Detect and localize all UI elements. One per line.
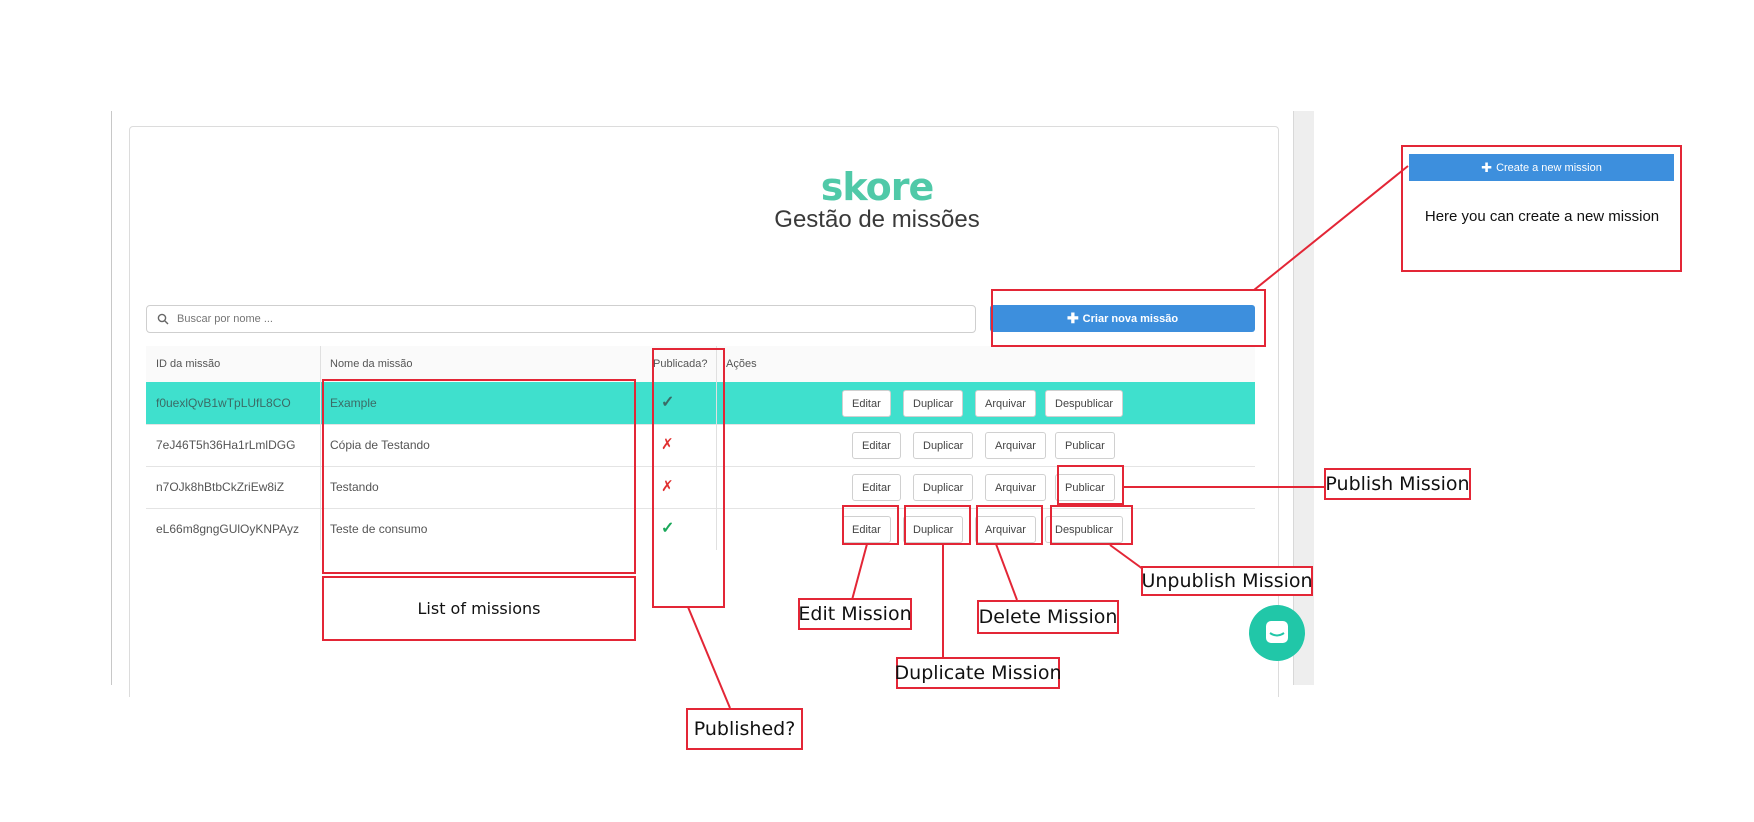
column-divider (320, 346, 321, 550)
duplicate-button[interactable]: Duplicar (913, 474, 974, 501)
unpublish-button[interactable]: Despublicar (1045, 516, 1124, 543)
published-column-highlight (652, 348, 725, 608)
delete-mission-label: Delete Mission (977, 600, 1119, 634)
search-icon (157, 313, 169, 325)
create-mission-note-button: ✚ Create a new mission (1409, 154, 1674, 181)
mission-id: 7eJ46T5h36Ha1rLmlDGG (156, 438, 296, 452)
mission-name: Example (330, 396, 377, 410)
publish-button[interactable]: Publicar (1055, 474, 1115, 501)
col-name-header: Nome da missão (330, 358, 413, 370)
table-header: ID da missão Nome da missão Publicada? A… (146, 346, 1255, 383)
unpublished-cross-icon: ✗ (661, 436, 674, 453)
duplicate-highlight (904, 505, 971, 545)
archive-highlight (976, 505, 1043, 545)
unpublish-button[interactable]: Despublicar (1045, 390, 1124, 417)
plus-icon: ✚ (1481, 159, 1493, 175)
mission-id: eL66m8gngGUlOyKNPAyz (156, 522, 299, 536)
col-actions-header: Ações (726, 358, 757, 370)
published-check-icon: ✓ (661, 394, 675, 411)
table-row[interactable]: n7OJk8hBtbCkZriEw8iZ Testando ✗ Editar D… (146, 466, 1255, 509)
duplicate-button[interactable]: Duplicar (903, 390, 964, 417)
table-row[interactable]: eL66m8gngGUlOyKNPAyz Teste de consumo ✓ … (146, 508, 1255, 550)
plus-icon: ✚ (1066, 310, 1079, 326)
create-mission-note (1401, 145, 1682, 272)
unpublish-highlight (1050, 505, 1133, 545)
mission-id: n7OJk8hBtbCkZriEw8iZ (156, 480, 285, 494)
col-published-header: Publicada? (653, 358, 708, 370)
table-row[interactable]: 7eJ46T5h36Ha1rLmlDGG Cópia de Testando ✗… (146, 424, 1255, 467)
search-bar[interactable] (146, 305, 976, 333)
window-edge (111, 111, 112, 685)
missions-table: ID da missão Nome da missão Publicada? A… (146, 346, 1255, 550)
archive-button[interactable]: Arquivar (975, 516, 1036, 543)
edit-button[interactable]: Editar (842, 390, 891, 417)
page-title: Gestão de missões (774, 206, 980, 233)
unpublish-mission-label: Unpublish Mission (1141, 566, 1313, 596)
duplicate-button[interactable]: Duplicar (913, 432, 974, 459)
mission-name: Testando (330, 480, 379, 494)
published-question-label: Published? (686, 708, 803, 750)
edit-button[interactable]: Editar (852, 474, 901, 501)
create-mission-note-text: Here you can create a new mission (1424, 208, 1660, 225)
create-mission-label: Criar nova missão (1082, 312, 1179, 325)
duplicate-button[interactable]: Duplicar (903, 516, 964, 543)
archive-button[interactable]: Arquivar (985, 474, 1046, 501)
publish-button[interactable]: Publicar (1055, 432, 1115, 459)
edit-mission-label: Edit Mission (798, 598, 912, 630)
list-of-missions-label: List of missions (322, 576, 636, 641)
chat-launcher-button[interactable] (1249, 605, 1305, 661)
col-id-header: ID da missão (156, 358, 221, 370)
mission-name: Teste de consumo (330, 522, 428, 536)
edit-button[interactable]: Editar (852, 432, 901, 459)
column-divider (716, 346, 717, 550)
edit-highlight (842, 505, 899, 545)
create-mission-highlight (991, 289, 1266, 347)
mission-name: Cópia de Testando (330, 438, 430, 452)
published-check-icon: ✓ (661, 520, 675, 537)
mission-id: f0uexlQvB1wTpLUfL8CO (156, 396, 291, 410)
create-mission-button[interactable]: ✚ Criar nova missão (990, 305, 1255, 332)
publish-highlight (1057, 465, 1124, 505)
archive-button[interactable]: Arquivar (985, 432, 1046, 459)
publish-mission-label: Publish Mission (1324, 468, 1471, 500)
skore-logo: skore (820, 165, 935, 209)
archive-button[interactable]: Arquivar (975, 390, 1036, 417)
duplicate-mission-label: Duplicate Mission (895, 657, 1062, 689)
missions-list-highlight (322, 379, 636, 574)
create-mission-note-label: Create a new mission (1496, 161, 1602, 174)
table-row[interactable]: f0uexlQvB1wTpLUfL8CO Example ✓ Editar Du… (146, 382, 1255, 425)
edit-button[interactable]: Editar (842, 516, 891, 543)
search-input[interactable] (175, 312, 959, 326)
unpublished-cross-icon: ✗ (661, 478, 674, 495)
chat-icon (1266, 621, 1288, 643)
